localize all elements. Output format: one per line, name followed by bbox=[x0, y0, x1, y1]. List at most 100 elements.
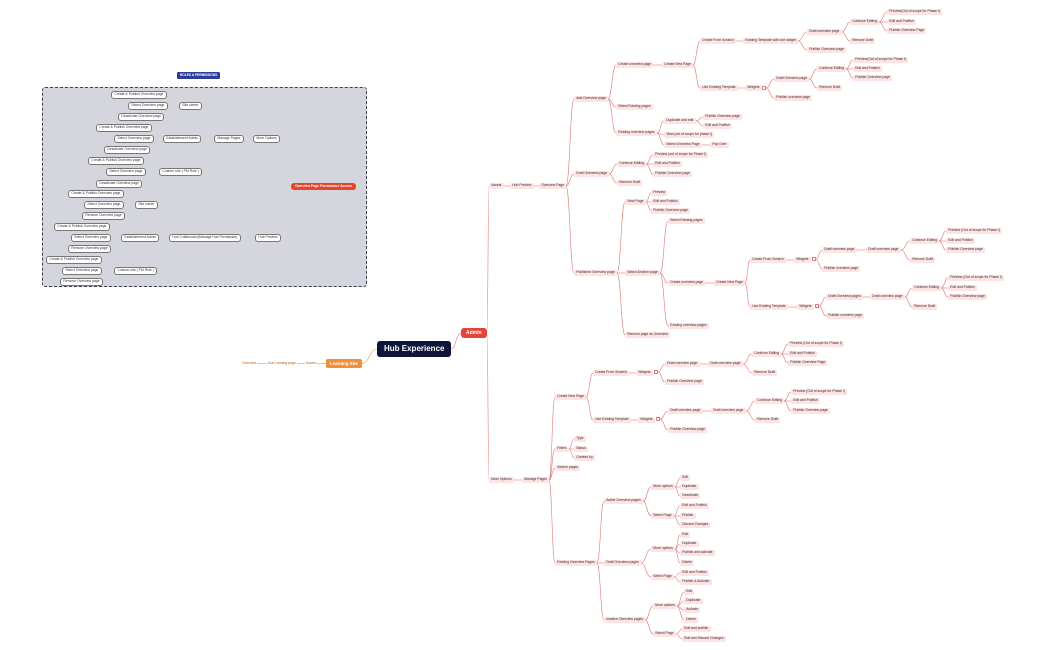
edit-and-publish-2-node[interactable]: Edit and Publish bbox=[853, 66, 882, 72]
publish-overview-page-8-node[interactable]: Publish Overview page bbox=[948, 294, 988, 300]
perm-deactivate-3[interactable]: Deactivate Overview page bbox=[96, 180, 143, 188]
more-options-node[interactable]: More Options bbox=[489, 477, 514, 483]
continue-editing-node[interactable]: Continue Editing bbox=[850, 19, 880, 25]
create-from-scratch-2-node[interactable]: Create From Scratch bbox=[750, 257, 786, 263]
widget-expand-icon-4[interactable] bbox=[654, 370, 658, 374]
select-page-2-node[interactable]: Select Page bbox=[651, 574, 674, 580]
select-overview-page-node[interactable]: Select Overview Page bbox=[664, 142, 702, 148]
admin-node[interactable]: Admin bbox=[461, 328, 487, 338]
filters-node[interactable]: Filters bbox=[555, 446, 569, 452]
learning-site-node[interactable]: Learning Site bbox=[326, 359, 362, 369]
continue-editing-4-node[interactable]: Continue Editing bbox=[910, 238, 940, 244]
type-node[interactable]: Type bbox=[574, 436, 586, 442]
draft-overview-pages-2-node[interactable]: Draft Overview pages bbox=[826, 294, 863, 300]
perm-remove-2[interactable]: Remove Overview page bbox=[68, 245, 111, 253]
edit-and-publish-7-node[interactable]: Edit and Publish bbox=[788, 351, 817, 357]
continue-editing-6-node[interactable]: Continue Editing bbox=[752, 351, 782, 357]
remove-draft-4-node[interactable]: Remove Draft bbox=[910, 257, 936, 263]
site-owner-1[interactable]: Site owner bbox=[179, 102, 202, 110]
widget-expand-icon-2[interactable] bbox=[812, 257, 816, 261]
create-overview-page-2-node[interactable]: Create overview page bbox=[668, 280, 706, 286]
edit-and-publish-lc-node[interactable]: Edit and Publish bbox=[703, 123, 732, 129]
preview-out-of-scope-2a-node[interactable]: Preview(Out of scope for Phase I) bbox=[853, 57, 909, 63]
duplicate-3-node[interactable]: Duplicate bbox=[684, 598, 703, 604]
created-by-node[interactable]: Created by bbox=[574, 455, 595, 461]
draft-overview-page-5-node[interactable]: Draft overview page bbox=[870, 294, 905, 300]
create-new-page-node[interactable]: Create New Page bbox=[662, 62, 694, 68]
publish-overview-page-7-node[interactable]: Publish overview page bbox=[822, 266, 861, 272]
perm-deactivate-2[interactable]: Deactivate Overview page bbox=[104, 146, 151, 154]
remove-draft-node[interactable]: Remove Draft bbox=[850, 38, 876, 44]
activate-node[interactable]: Activate bbox=[684, 607, 701, 613]
perm-create-publish-3[interactable]: Create & Publish Overview page bbox=[88, 157, 144, 165]
preview-out-of-scope-4-node[interactable]: Preview (Out of scope for Phase I) bbox=[948, 275, 1005, 281]
existing-overview-pages-3-node[interactable]: Existing Overview Pages bbox=[555, 560, 597, 566]
hub-preview-node[interactable]: Hub Preview bbox=[510, 183, 534, 189]
more-options-role[interactable]: More Options bbox=[253, 135, 281, 143]
publish-overview-page-4-node[interactable]: Publish Overview page bbox=[653, 171, 693, 177]
create-overview-page-node[interactable]: Create overview page bbox=[616, 62, 654, 68]
remove-draft-7-node[interactable]: Remove Draft bbox=[755, 417, 781, 423]
publish-overview-page-6-node[interactable]: Publish Overview page bbox=[946, 247, 986, 253]
continue-editing-7-node[interactable]: Continue Editing bbox=[755, 398, 785, 404]
discard-changes-node[interactable]: Discard Changes bbox=[680, 522, 711, 528]
publish-overview-page-11-node[interactable]: Publish Overview page bbox=[665, 379, 705, 385]
edit-and-publish-3-node[interactable]: Edit and Publish bbox=[653, 161, 682, 167]
ls-overview-node[interactable]: Overview bbox=[242, 361, 257, 365]
publish-overview-page-lc-node[interactable]: Publish Overview page bbox=[807, 47, 847, 53]
create-from-scratch-node[interactable]: Create From Scratch bbox=[700, 38, 736, 44]
establishment-admin-1[interactable]: Establishment Admin bbox=[163, 135, 202, 143]
custom-role-1[interactable]: Custom role ( PM Role ) bbox=[159, 168, 203, 176]
publish-overview-page-12-node[interactable]: Publish Overview page bbox=[791, 408, 831, 414]
publish-overview-page-2-node[interactable]: Publish overview page bbox=[774, 95, 813, 101]
draft-overview-page-6-node[interactable]: Draft overview page bbox=[665, 361, 700, 367]
widgets-3-node[interactable]: Widgets bbox=[797, 304, 814, 310]
draft-overview-page-cap-node[interactable]: Draft Overview page bbox=[774, 76, 810, 82]
create-new-page-2-node[interactable]: Create New Page bbox=[714, 280, 746, 286]
hub-collaborator[interactable]: Hub Collaborator(Manage Hub Permission) bbox=[169, 234, 241, 242]
perm-create-publish-5[interactable]: Create & Publish Overview page bbox=[54, 223, 110, 231]
edit-3-node[interactable]: Edit bbox=[684, 589, 695, 595]
custom-role-2[interactable]: Custom role ( PM Role ) bbox=[114, 267, 158, 275]
edit-and-publish-10-node[interactable]: Edit and Publish bbox=[680, 570, 709, 576]
draft-overview-pages-node[interactable]: Draft Overview pages bbox=[604, 560, 641, 566]
use-existing-template-node[interactable]: Use Existing Template bbox=[700, 85, 738, 91]
widget-expand-icon-3[interactable] bbox=[815, 304, 819, 308]
existing-overview-pages-2-node[interactable]: Existing overview pages bbox=[668, 323, 709, 329]
delete-node[interactable]: Delete bbox=[680, 560, 695, 566]
duplicate-and-edit-node[interactable]: Duplicate and edit bbox=[664, 118, 696, 124]
continue-editing-3-node[interactable]: Continue Editing bbox=[617, 161, 647, 167]
ls-assets-node[interactable]: Assets bbox=[306, 361, 317, 365]
perm-remove-3[interactable]: Remove Overview page bbox=[60, 278, 103, 286]
perm-select-5[interactable]: Select Overview page bbox=[71, 234, 111, 242]
draft-overview-page-2-node[interactable]: Draft Overview page bbox=[574, 171, 610, 177]
existing-template-one-widget-node[interactable]: Existing Template with one widget bbox=[743, 38, 799, 44]
more-options-lc-2-node[interactable]: More options bbox=[651, 546, 675, 552]
continue-editing-2-node[interactable]: Continue Editing bbox=[817, 66, 847, 72]
remove-draft-2a-node[interactable]: Remove Draft bbox=[817, 85, 843, 91]
active-overview-pages-node[interactable]: Active Overview pages bbox=[604, 498, 643, 504]
edit-and-publish-low-node[interactable]: Edit and publish bbox=[682, 626, 711, 632]
publish-overview-page-9-node[interactable]: Publish overview page bbox=[826, 313, 865, 319]
widget-expand-icon[interactable] bbox=[762, 86, 766, 90]
draft-overview-page-3-node[interactable]: Draft overview page bbox=[822, 247, 857, 253]
search-pages-node[interactable]: Search pages bbox=[555, 465, 581, 471]
ls-hub-landing-node[interactable]: Hub Landing page bbox=[268, 361, 296, 365]
edit-and-publish-9-node[interactable]: Edit and Publish bbox=[680, 503, 709, 509]
manage-pages-node[interactable]: Manage Pages bbox=[522, 477, 550, 483]
more-options-lc-node[interactable]: More options bbox=[651, 484, 675, 490]
add-overview-page-node[interactable]: Add Overview page bbox=[574, 96, 608, 102]
draft-overview-page-7-node[interactable]: Draft overview page bbox=[708, 361, 743, 367]
status-node[interactable]: Status bbox=[574, 446, 588, 452]
edit-node[interactable]: Edit bbox=[680, 475, 691, 481]
perm-select-6[interactable]: Select Overview page bbox=[62, 267, 102, 275]
overview-permission-node[interactable]: Overview Page Permission/ Access bbox=[291, 183, 356, 191]
perm-select-2[interactable]: Select Overview page bbox=[114, 135, 154, 143]
duplicate-node[interactable]: Duplicate bbox=[680, 484, 699, 490]
preview-out-of-scope-3-node[interactable]: Preview (Out of scope for Phase I) bbox=[946, 228, 1003, 234]
perm-create-publish-4[interactable]: Create & Publish Overview page bbox=[68, 190, 124, 198]
hub-preview-role[interactable]: Hub Preview bbox=[255, 234, 282, 242]
preview-out-of-scope-node[interactable]: Preview(Out of scope for Phase I) bbox=[887, 9, 943, 15]
publish-node[interactable]: Publish bbox=[680, 513, 696, 519]
pop-over-node[interactable]: Pop Over bbox=[710, 142, 729, 148]
